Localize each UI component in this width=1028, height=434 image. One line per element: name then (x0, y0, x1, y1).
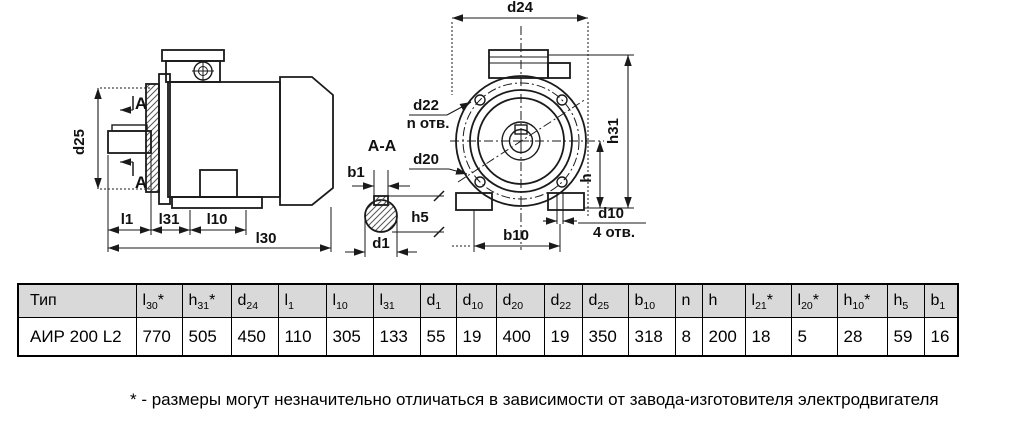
foot-plate (171, 196, 263, 209)
cell-value: 110 (277, 317, 327, 357)
cell-value: 505 (181, 317, 232, 357)
shaft-key (111, 124, 148, 132)
cell-value: 400 (495, 317, 545, 357)
col-header-b1: b1 (923, 283, 959, 318)
col-header-l31: l31 (372, 283, 421, 318)
cell-value: 19 (543, 317, 583, 357)
col-header-d10: d10 (455, 283, 497, 318)
drawing-label-section-title: А-А (368, 138, 397, 155)
motor-body (167, 81, 281, 198)
foot-boss (199, 169, 238, 198)
front-view (409, 14, 646, 252)
bolt-hole (474, 94, 486, 106)
cell-value: 19 (455, 317, 497, 357)
cell-value: 5 (790, 317, 838, 357)
drawing-label-d24: d24 (507, 0, 534, 16)
drawing-label-d1: d1 (372, 235, 390, 252)
side-terminal-box-lid (161, 49, 225, 62)
col-header-l10: l10 (325, 283, 374, 318)
front-right-foot (547, 192, 585, 211)
col-header-n: n (674, 283, 703, 318)
cell-value: 770 (135, 317, 183, 357)
body-circle (477, 97, 565, 185)
col-header-Тип: Тип (17, 283, 137, 318)
cell-value: 200 (701, 317, 746, 357)
cell-motor-type: АИР 200 L2 (17, 317, 137, 357)
drawing-label-h5: h5 (411, 209, 429, 226)
drawing-label-section-mark-a-top: А (135, 94, 147, 113)
shaft (107, 130, 152, 154)
drawing-label-l1: l1 (121, 211, 134, 228)
col-header-h10: h10* (836, 283, 888, 318)
footnote: * - размеры могут незначительно отличать… (130, 390, 939, 409)
cell-value: 318 (627, 317, 676, 357)
spigot-circle (469, 89, 573, 193)
drawing-label-d20: d20 (413, 151, 439, 168)
col-header-h31: h31* (181, 283, 232, 318)
drawing-label-h: h (578, 173, 595, 182)
shaft-circle (508, 128, 534, 154)
col-header-l20: l20* (790, 283, 838, 318)
cell-value: 133 (372, 317, 421, 357)
drawing-label-b1: b1 (347, 164, 365, 181)
keyway-section (373, 195, 389, 206)
drawing-label-n-holes: n отв. (407, 115, 450, 132)
col-header-h5: h5 (886, 283, 925, 318)
cell-value: 59 (886, 317, 925, 357)
col-header-d25: d25 (581, 283, 629, 318)
cell-value: 450 (230, 317, 279, 357)
flange-circle (455, 75, 587, 207)
cell-value: 55 (419, 317, 457, 357)
cell-value: 28 (836, 317, 888, 357)
col-header-l1: l1 (277, 283, 327, 318)
drawing-label-l30: l30 (256, 230, 277, 247)
cell-value: 16 (923, 317, 959, 357)
col-header-l21: l21* (744, 283, 792, 318)
col-header-h: h (701, 283, 746, 318)
drawing-label-h31: h31 (605, 118, 622, 144)
bearing-shield (158, 73, 171, 205)
col-header-d24: d24 (230, 283, 279, 318)
drawing-label-d25: d25 (71, 129, 88, 155)
drawing-label-section-mark-a-bottom: А (135, 173, 147, 192)
bolt-hole (556, 94, 568, 106)
col-header-l30: l30* (135, 283, 183, 318)
front-terminal-box (488, 49, 549, 79)
drawing-label-l31: l31 (159, 211, 180, 228)
col-header-d20: d20 (495, 283, 545, 318)
drawing-label-l10: l10 (207, 211, 228, 228)
drawing-label-d22: d22 (413, 97, 439, 114)
bolt-circle (462, 82, 580, 200)
hub-circle (501, 121, 541, 161)
cell-value: 8 (674, 317, 703, 357)
col-header-b10: b10 (627, 283, 676, 318)
bolt-hole (474, 176, 486, 188)
section-a-a (345, 170, 445, 257)
bolt-hole (556, 176, 568, 188)
drawing-label-four-holes: 4 отв. (593, 224, 635, 241)
drawing-label-b10: b10 (503, 227, 529, 244)
side-view (94, 49, 334, 252)
cell-value: 18 (744, 317, 792, 357)
col-header-d22: d22 (543, 283, 583, 318)
fan-cowl (279, 76, 334, 206)
col-header-d1: d1 (419, 283, 457, 318)
flange-disc (145, 83, 160, 193)
front-terminal-box-side (547, 62, 571, 79)
cell-value: 305 (325, 317, 374, 357)
drawing-label-d10: d10 (598, 205, 624, 222)
cell-value: 350 (581, 317, 629, 357)
